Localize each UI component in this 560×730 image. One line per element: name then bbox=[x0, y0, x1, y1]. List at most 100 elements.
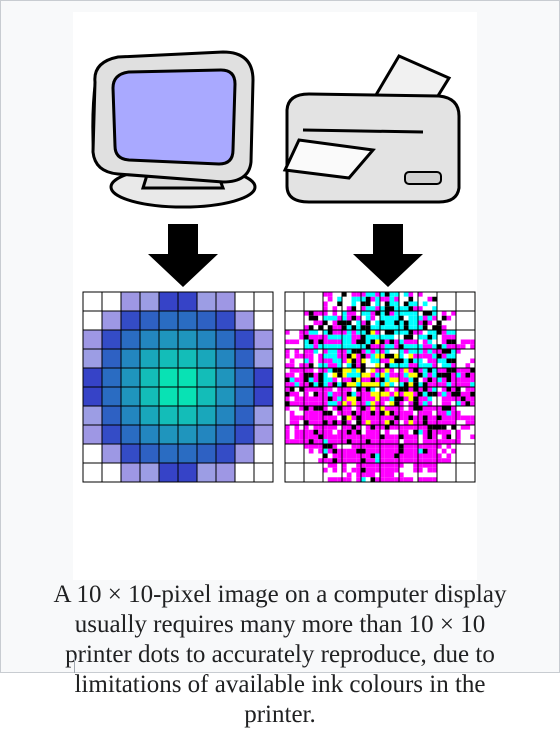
display-pixel bbox=[158, 462, 179, 483]
display-pixel bbox=[139, 386, 160, 407]
printer-dot-cell bbox=[436, 310, 457, 331]
printer-dot-cell bbox=[303, 329, 324, 350]
printer-dot-cell bbox=[398, 443, 419, 464]
display-pixel bbox=[120, 310, 141, 331]
display-pixel bbox=[177, 310, 198, 331]
printer-dot-cell bbox=[379, 386, 400, 407]
display-pixel bbox=[120, 291, 141, 312]
display-pixel bbox=[253, 291, 274, 312]
display-pixel bbox=[158, 386, 179, 407]
printer-dot-cell bbox=[284, 424, 305, 445]
printer-dot-cell bbox=[360, 291, 381, 312]
display-pixel-grid bbox=[82, 291, 274, 483]
display-pixel bbox=[101, 329, 122, 350]
printer-dot-cell bbox=[360, 424, 381, 445]
display-pixel bbox=[139, 348, 160, 369]
printer-dot-cell bbox=[284, 367, 305, 388]
display-pixel bbox=[253, 367, 274, 388]
printer-dot-cell bbox=[303, 386, 324, 407]
printer-dot-cell bbox=[322, 462, 343, 483]
display-pixel bbox=[139, 462, 160, 483]
printer-dot-cell bbox=[303, 443, 324, 464]
display-pixel bbox=[234, 348, 255, 369]
printer-dot-cell bbox=[379, 348, 400, 369]
printer-icon bbox=[282, 54, 461, 204]
display-pixel bbox=[158, 367, 179, 388]
printer-dot-cell bbox=[284, 443, 305, 464]
printer-dot-cell bbox=[341, 443, 362, 464]
display-pixel bbox=[101, 367, 122, 388]
display-pixel bbox=[177, 329, 198, 350]
printer-dot-cell bbox=[341, 386, 362, 407]
printer-dot-cell bbox=[322, 367, 343, 388]
display-pixel bbox=[196, 291, 217, 312]
display-pixel bbox=[234, 405, 255, 426]
display-pixel bbox=[215, 443, 236, 464]
printer-dot-cell bbox=[341, 424, 362, 445]
printer-dot-cell bbox=[417, 462, 438, 483]
printer-dot-cell bbox=[417, 367, 438, 388]
display-pixel bbox=[253, 424, 274, 445]
display-pixel bbox=[196, 386, 217, 407]
display-pixel bbox=[158, 329, 179, 350]
printer-dot-cell bbox=[379, 405, 400, 426]
display-pixel bbox=[215, 329, 236, 350]
display-pixel bbox=[253, 386, 274, 407]
display-pixel bbox=[253, 462, 274, 483]
display-pixel bbox=[139, 443, 160, 464]
display-pixel bbox=[101, 405, 122, 426]
printer-dot-cell bbox=[398, 386, 419, 407]
printer-dot-cell bbox=[398, 291, 419, 312]
printer-dot-cell bbox=[379, 462, 400, 483]
display-pixel bbox=[82, 291, 103, 312]
display-pixel bbox=[253, 329, 274, 350]
figure-caption: A 10 × 10-pixel image on a computer disp… bbox=[53, 581, 507, 728]
display-pixel bbox=[139, 367, 160, 388]
display-pixel bbox=[158, 310, 179, 331]
display-pixel bbox=[253, 443, 274, 464]
printer-dot-cell bbox=[303, 291, 324, 312]
printer-dot-cell bbox=[417, 291, 438, 312]
display-pixel bbox=[158, 424, 179, 445]
display-pixel bbox=[177, 348, 198, 369]
printer-dot-cell bbox=[398, 367, 419, 388]
display-pixel bbox=[253, 405, 274, 426]
display-pixel bbox=[215, 291, 236, 312]
display-pixel bbox=[177, 386, 198, 407]
printer-dot-cell bbox=[360, 405, 381, 426]
printer-dot-cell bbox=[360, 462, 381, 483]
display-pixel bbox=[234, 310, 255, 331]
printer-dot-cell bbox=[341, 348, 362, 369]
printer-dot-cell bbox=[360, 386, 381, 407]
display-pixel bbox=[139, 405, 160, 426]
display-pixel bbox=[215, 367, 236, 388]
display-pixel bbox=[215, 348, 236, 369]
display-pixel bbox=[215, 424, 236, 445]
printer-dot-cell bbox=[322, 443, 343, 464]
display-pixel bbox=[196, 443, 217, 464]
display-pixel bbox=[177, 291, 198, 312]
printer-dot-cell bbox=[455, 424, 476, 445]
printer-dot-cell bbox=[341, 367, 362, 388]
printer-dot-cell bbox=[322, 310, 343, 331]
printer-dot-cell bbox=[398, 329, 419, 350]
display-pixel bbox=[139, 310, 160, 331]
printer-dot-cell bbox=[398, 424, 419, 445]
display-pixel bbox=[82, 424, 103, 445]
display-pixel bbox=[158, 405, 179, 426]
printer-dot-cell bbox=[417, 310, 438, 331]
printer-dot-cell bbox=[303, 424, 324, 445]
printer-dot-cell bbox=[360, 367, 381, 388]
display-pixel bbox=[101, 386, 122, 407]
display-pixel bbox=[82, 386, 103, 407]
printer-dot-cell bbox=[436, 424, 457, 445]
display-pixel bbox=[82, 462, 103, 483]
display-pixel bbox=[234, 386, 255, 407]
arrow-down-icon bbox=[148, 224, 218, 287]
printer-dot-cell bbox=[436, 386, 457, 407]
printer-dot-cell bbox=[379, 443, 400, 464]
printer-dot-cell bbox=[455, 310, 476, 331]
display-pixel bbox=[120, 329, 141, 350]
printer-dot-cell bbox=[341, 405, 362, 426]
printer-dot-cell bbox=[455, 348, 476, 369]
